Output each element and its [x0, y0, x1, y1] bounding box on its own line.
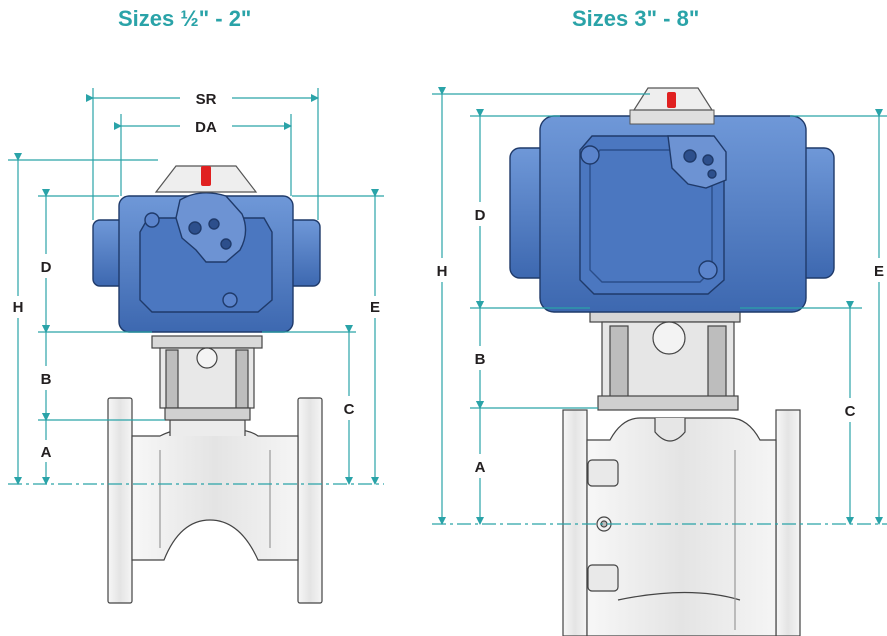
label-sr: SR — [196, 91, 217, 108]
label-c: C — [344, 401, 355, 418]
small-dimension-labels: SR DA H D B A E C — [13, 91, 380, 461]
large-dimension-labels: H D B A E C — [437, 207, 884, 476]
label-c-large: C — [845, 403, 856, 420]
label-a: A — [41, 444, 52, 461]
large-mounting-bracket — [589, 307, 741, 411]
label-d-large: D — [475, 207, 486, 224]
label-h-large: H — [437, 263, 448, 280]
label-e: E — [370, 299, 380, 316]
label-b: B — [41, 371, 52, 388]
label-e-large: E — [874, 263, 884, 280]
label-b-large: B — [475, 351, 486, 368]
label-da: DA — [195, 119, 217, 136]
small-dimension-lines — [8, 88, 384, 485]
title-small-sizes: Sizes ½" - 2" — [118, 6, 252, 31]
small-position-indicator — [154, 165, 258, 193]
large-position-indicator — [629, 87, 715, 125]
small-actuator — [92, 192, 321, 333]
small-valve-drawing — [92, 165, 323, 604]
small-mounting-bracket — [151, 335, 263, 421]
large-valve-body — [562, 409, 801, 636]
label-d: D — [41, 259, 52, 276]
large-dimension-lines — [432, 87, 887, 525]
small-valve-body — [107, 397, 323, 604]
title-large-sizes: Sizes 3" - 8" — [572, 6, 700, 31]
label-h: H — [13, 299, 24, 316]
large-actuator — [509, 115, 835, 313]
label-a-large: A — [475, 459, 486, 476]
large-valve-drawing — [509, 87, 835, 636]
